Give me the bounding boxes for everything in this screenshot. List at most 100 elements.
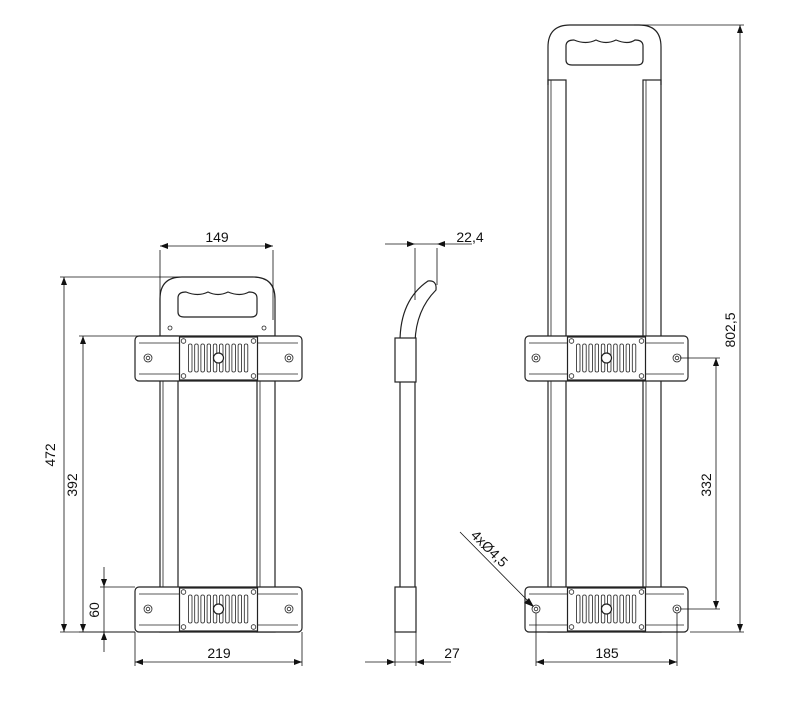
grille-slot — [231, 594, 236, 624]
extended-handle — [547, 24, 662, 85]
dimension-arrow — [80, 624, 86, 632]
grille-slot — [206, 343, 212, 373]
mounting-hole-icon — [531, 353, 541, 363]
grille-slot — [237, 343, 243, 373]
dim-149-label: 149 — [205, 229, 229, 245]
grille-screw-icon — [638, 338, 645, 344]
extended-top-bracket — [524, 335, 689, 382]
grille-screw-icon — [568, 624, 575, 630]
dimension-arrow — [160, 243, 168, 249]
handle-grip-opening — [177, 291, 258, 318]
grille-slot — [631, 343, 637, 373]
dim-60-label: 60 — [86, 602, 102, 618]
grille-screw-icon — [638, 589, 645, 595]
mounting-hole-inner — [533, 606, 539, 612]
dim-185-label: 185 — [595, 645, 619, 661]
mounting-hole-inner — [145, 355, 151, 361]
mounting-hole-inner — [286, 355, 292, 361]
grille-slot — [576, 594, 581, 624]
grille-slot — [237, 594, 243, 624]
dimension-arrow — [737, 25, 743, 33]
grille-screw-icon — [638, 373, 645, 379]
grille-screw-icon — [180, 338, 187, 344]
extended-bottom-bracket — [524, 586, 689, 633]
grille-screw-icon — [180, 624, 187, 630]
dim-219-label: 219 — [207, 645, 231, 661]
grille-slot — [231, 343, 236, 373]
center-screw-icon — [600, 352, 613, 364]
mounting-hole-inner — [533, 355, 539, 361]
grille-screw-icon — [568, 589, 575, 595]
grille-screw-icon — [638, 624, 645, 630]
dimension-arrow — [407, 241, 415, 247]
dimension-arrow — [265, 243, 273, 249]
grille-slot — [194, 343, 199, 373]
dim-472-label: 472 — [42, 443, 58, 467]
dimension-arrow — [713, 601, 719, 609]
dimension-arrow — [669, 659, 677, 665]
handle-screw-icon — [261, 325, 267, 331]
grille-slot — [243, 343, 249, 373]
grille-slot — [243, 594, 249, 624]
dimension-arrow — [61, 624, 67, 632]
dim-22-4-label: 22,4 — [456, 229, 483, 245]
side-bottom-block — [394, 586, 417, 633]
dim-27-label: 27 — [444, 645, 460, 661]
dimension-arrow — [387, 659, 395, 665]
grille-screw-icon — [568, 373, 575, 379]
grille-screw-icon — [568, 338, 575, 344]
grille-slot — [625, 343, 630, 373]
grille-slot — [194, 594, 199, 624]
center-screw-icon — [600, 603, 613, 615]
grille-screw-icon — [250, 589, 257, 595]
front-top-bracket — [134, 335, 303, 382]
grille-slot — [594, 594, 599, 624]
grille-slot — [613, 343, 618, 373]
front-bottom-bracket — [134, 586, 303, 633]
mounting-hole-icon — [284, 604, 294, 614]
dimension-arrow — [536, 659, 544, 665]
dimension-arrow — [101, 579, 107, 587]
dimension-arrow — [437, 241, 445, 247]
grille-slot — [594, 343, 599, 373]
dimension-arrow — [294, 659, 302, 665]
dimension-arrow — [80, 336, 86, 344]
front-view-extended — [524, 24, 689, 633]
grille-slot — [588, 343, 593, 373]
mounting-hole-icon — [284, 353, 294, 363]
mounting-hole-inner — [674, 606, 680, 612]
dimension-arrow — [737, 624, 743, 632]
grille-screw-icon — [180, 373, 187, 379]
dim-802-5-label: 802,5 — [722, 312, 738, 347]
handle-outline — [159, 276, 276, 336]
grille-slot — [200, 343, 205, 373]
mounting-hole-inner — [674, 355, 680, 361]
side-handle — [399, 280, 437, 343]
grille-screw-icon — [250, 373, 257, 379]
grille-slot — [225, 343, 230, 373]
center-screw-icon — [212, 352, 225, 364]
mounting-hole-inner — [145, 606, 151, 612]
dimension-arrow — [713, 358, 719, 366]
dimension-arrow — [524, 598, 534, 607]
dimension-arrow — [61, 277, 67, 285]
side-top-block — [394, 337, 417, 383]
grille-slot — [619, 594, 624, 624]
side-view — [394, 280, 437, 633]
center-screw-icon — [212, 603, 225, 615]
dimension-arrow — [416, 659, 424, 665]
dim-392-label: 392 — [64, 473, 80, 497]
grille-slot — [582, 343, 587, 373]
mounting-hole-inner — [286, 606, 292, 612]
front-view-retracted — [134, 276, 303, 633]
grille-slot — [631, 594, 637, 624]
mounting-hole-icon — [143, 353, 153, 363]
handle-screw-icon — [167, 325, 173, 331]
grille-slot — [188, 343, 193, 373]
grille-slot — [225, 594, 230, 624]
handle-grip-opening — [565, 39, 644, 66]
dimension-arrow — [101, 632, 107, 640]
hole-callout-leader — [459, 531, 533, 606]
grille-slot — [625, 594, 630, 624]
